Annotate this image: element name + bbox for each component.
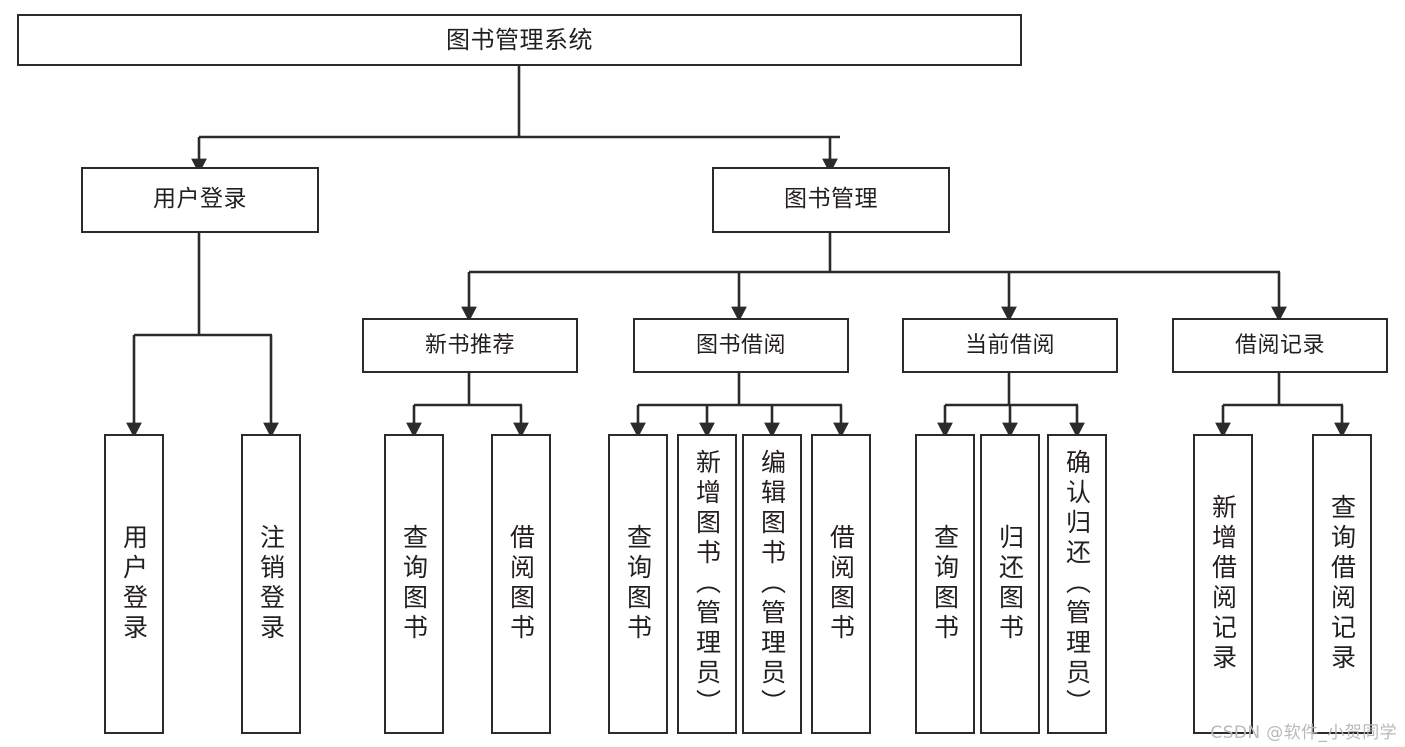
- node-label: 用户登录: [153, 186, 247, 213]
- leaf-new-book-query[interactable]: 查询图书: [384, 434, 444, 734]
- leaf-book-borrow-add[interactable]: 新增图书（管理员）: [677, 434, 737, 734]
- node-label: 注销登录: [256, 524, 286, 644]
- node-book-borrow[interactable]: 图书借阅: [633, 318, 849, 373]
- leaf-borrow-record-add[interactable]: 新增借阅记录: [1193, 434, 1253, 734]
- node-root-library-system[interactable]: 图书管理系统: [17, 14, 1022, 66]
- node-label: 图书管理系统: [446, 25, 593, 54]
- node-label: 借阅图书: [506, 524, 536, 644]
- node-label: 查询借阅记录: [1327, 494, 1357, 674]
- node-label: 借阅图书: [826, 524, 856, 644]
- node-label: 新书推荐: [424, 332, 515, 358]
- node-label: 确认归还（管理员）: [1062, 449, 1092, 719]
- node-label: 图书管理: [784, 186, 878, 213]
- leaf-current-borrow-query[interactable]: 查询图书: [915, 434, 975, 734]
- node-label: 新增图书（管理员）: [692, 449, 722, 719]
- leaf-borrow-record-query[interactable]: 查询借阅记录: [1312, 434, 1372, 734]
- node-user-login[interactable]: 用户登录: [81, 167, 319, 233]
- node-label: 查询图书: [930, 524, 960, 644]
- leaf-book-borrow-edit[interactable]: 编辑图书（管理员）: [742, 434, 802, 734]
- node-current-borrow[interactable]: 当前借阅: [902, 318, 1118, 373]
- leaf-new-book-borrow[interactable]: 借阅图书: [491, 434, 551, 734]
- node-label: 查询图书: [399, 524, 429, 644]
- node-label: 新增借阅记录: [1208, 494, 1238, 674]
- node-label: 查询图书: [623, 524, 653, 644]
- node-book-management[interactable]: 图书管理: [712, 167, 950, 233]
- node-label: 当前借阅: [964, 332, 1055, 358]
- leaf-current-borrow-return[interactable]: 归还图书: [980, 434, 1040, 734]
- csdn-watermark: CSDN @软件_小贺同学: [1210, 723, 1397, 743]
- leaf-user-login-login[interactable]: 用户登录: [104, 434, 164, 734]
- leaf-book-borrow-query[interactable]: 查询图书: [608, 434, 668, 734]
- node-label: 图书借阅: [695, 332, 786, 358]
- node-label: 用户登录: [119, 524, 149, 644]
- node-new-book-recommend[interactable]: 新书推荐: [362, 318, 578, 373]
- node-label: 归还图书: [995, 524, 1025, 644]
- node-label: 编辑图书（管理员）: [757, 449, 787, 719]
- node-label: 借阅记录: [1234, 332, 1325, 358]
- leaf-book-borrow-borrow[interactable]: 借阅图书: [811, 434, 871, 734]
- leaf-user-login-logout[interactable]: 注销登录: [241, 434, 301, 734]
- node-borrow-record[interactable]: 借阅记录: [1172, 318, 1388, 373]
- leaf-current-borrow-confirm-return[interactable]: 确认归还（管理员）: [1047, 434, 1107, 734]
